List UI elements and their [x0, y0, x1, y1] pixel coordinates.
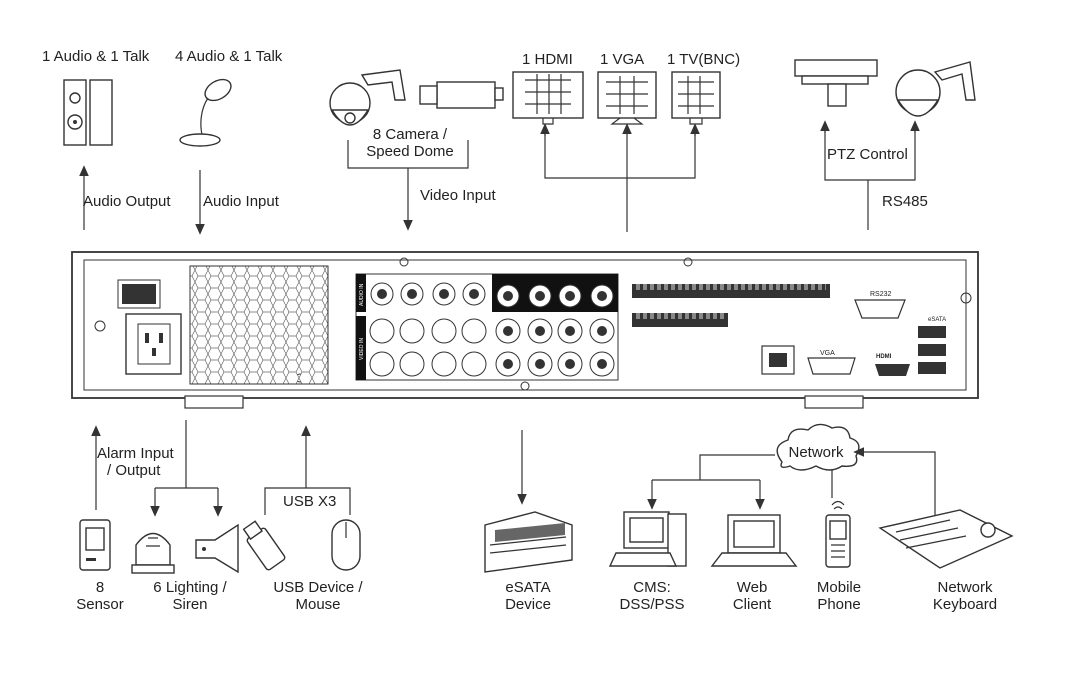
speed-dome-icon [329, 69, 406, 126]
web-client-label-1: Web [736, 579, 768, 596]
ptz-dome-icon [895, 61, 976, 117]
audio-talk-label: 1 Audio & 1 Talk [42, 48, 150, 65]
esata-label-2: Device [505, 596, 551, 613]
speed-dome-label: Speed Dome [366, 143, 454, 160]
usb-bracket [264, 487, 351, 515]
vga-monitor-icon [597, 71, 657, 125]
alarm-terminal-block [632, 284, 830, 327]
hdmi-port-label: HDMI [876, 354, 892, 360]
web-client-label-2: Client [732, 596, 772, 613]
lighting-label-1: 6 Lighting / [153, 579, 227, 596]
video-in-label: VIDEO IN [359, 338, 365, 360]
network-keyboard-label-1: Network [937, 579, 993, 596]
mouse-icon [331, 519, 361, 571]
sensor-label-1: 8 [95, 579, 105, 596]
rs232-label: RS232 [870, 291, 892, 298]
lighting-label-2: Siren [172, 596, 208, 613]
usb-ports [918, 326, 946, 374]
hdmi-label: 1 HDMI [522, 51, 573, 68]
mobile-phone-icon [825, 500, 851, 568]
siren-icon [195, 523, 239, 574]
hdmi-monitor-icon [512, 71, 584, 125]
mobile-phone-label-2: Phone [817, 596, 861, 613]
cms-label-2: DSS/PSS [619, 596, 685, 613]
vga-label: 1 VGA [600, 51, 645, 68]
network-keyboard-icon [878, 509, 1014, 569]
ptz-camera-icon [794, 59, 878, 107]
video-input-label: Video Input [420, 187, 496, 204]
audio4-talk-label: 4 Audio & 1 Talk [175, 48, 283, 65]
rs232-port [854, 299, 906, 319]
audio-output-label: Audio Output [83, 193, 171, 210]
hdmi-port [875, 364, 910, 376]
esata-device-icon [484, 511, 573, 573]
usb-stick-icon [242, 520, 286, 571]
keyboard-network-arrow [853, 447, 936, 515]
speaker-icon [63, 79, 113, 146]
esata-label-1: eSATA [505, 579, 551, 596]
ptz-bracket [824, 125, 916, 181]
network-cloud [776, 423, 860, 471]
usb-device-label-2: Mouse [295, 596, 341, 613]
tv-monitor-icon [671, 71, 721, 125]
ptz-control-label: PTZ Control [827, 146, 908, 163]
box-camera-icon [419, 81, 504, 109]
cms-computer-icon [608, 511, 687, 567]
microphone-icon [179, 78, 232, 147]
fan-grille [189, 265, 329, 385]
rs485-label: RS485 [882, 193, 928, 210]
audio-input-label: Audio Input [203, 193, 279, 210]
esata-port-label: eSATA [928, 317, 946, 323]
tv-label: 1 TV(BNC) [667, 51, 741, 68]
alarm-io-label-1: Alarm Input [97, 445, 174, 462]
sensor-icon [79, 519, 111, 571]
laptop-icon [710, 514, 798, 567]
vga-port-label: VGA [820, 350, 835, 357]
monitor-bracket [544, 128, 696, 179]
power-switch [117, 279, 161, 309]
mobile-phone-label-1: Mobile [816, 579, 862, 596]
bnc-ports [369, 274, 618, 377]
vga-port [807, 357, 856, 375]
usb-x3-label: USB X3 [283, 493, 337, 510]
network-keyboard-label-2: Keyboard [932, 596, 998, 613]
strobe-light-icon [131, 532, 175, 574]
usb-device-label-1: USB Device / [273, 579, 363, 596]
alarm-io-label-2: / Output [107, 462, 161, 479]
audio-in-label: AUDIO IN [359, 283, 365, 306]
cms-label-1: CMS: [633, 579, 671, 596]
network-label: Network [788, 444, 844, 461]
sensor-label-2: Sensor [76, 596, 124, 613]
power-socket [125, 313, 182, 375]
camera-label: 8 Camera / [372, 126, 448, 143]
